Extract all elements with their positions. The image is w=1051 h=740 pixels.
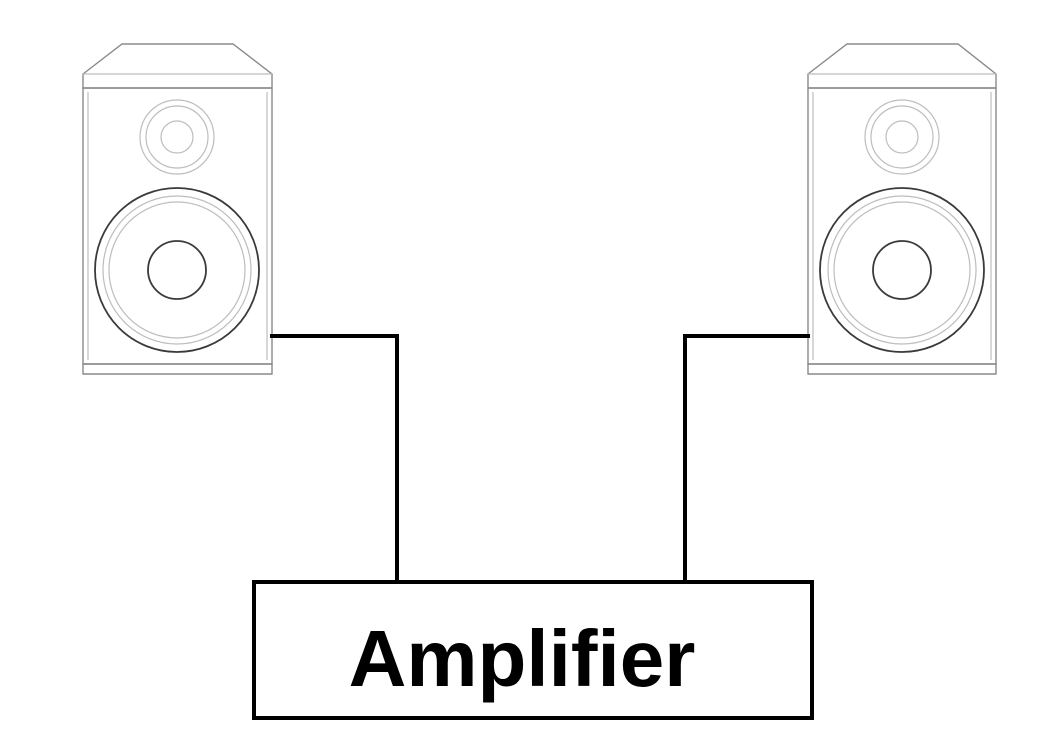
- amplifier-label: Amplifier: [349, 614, 696, 703]
- right-speaker-icon: [807, 43, 997, 375]
- right-speaker-wire: [683, 334, 810, 584]
- amplifier-box: Amplifier: [252, 580, 814, 720]
- left-speaker-wire: [270, 334, 399, 584]
- left-speaker-icon: [82, 43, 273, 375]
